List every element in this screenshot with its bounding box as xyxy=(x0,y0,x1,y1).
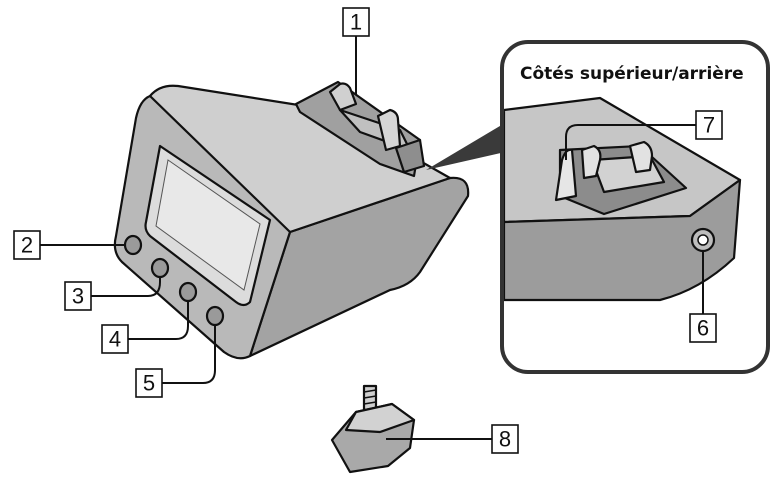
svg-text:5: 5 xyxy=(143,371,155,396)
svg-text:1: 1 xyxy=(350,10,362,35)
device-side-panel xyxy=(248,176,470,358)
callout-2: 2 xyxy=(13,230,41,260)
button-2[interactable] xyxy=(123,234,143,256)
svg-text:4: 4 xyxy=(109,327,121,352)
device-top-panel xyxy=(148,84,452,234)
callout-7: 7 xyxy=(695,110,723,140)
inset-panel: Côtés supérieur/arrière xyxy=(500,40,770,374)
inset-connector-prong xyxy=(628,140,654,174)
inset-title: Côtés supérieur/arrière xyxy=(520,64,744,84)
svg-text:3: 3 xyxy=(72,284,84,309)
leader-lines xyxy=(40,36,704,440)
svg-text:8: 8 xyxy=(499,427,511,452)
callout-4: 4 xyxy=(101,324,129,354)
button-4[interactable] xyxy=(178,281,198,303)
release-lever[interactable] xyxy=(554,148,578,202)
svg-text:6: 6 xyxy=(697,316,709,341)
thumb-screw xyxy=(330,384,416,474)
screw-head-top xyxy=(344,402,416,434)
callout-5: 5 xyxy=(135,368,163,398)
svg-text:2: 2 xyxy=(21,233,33,258)
callout-6: 6 xyxy=(689,313,717,343)
button-3[interactable] xyxy=(150,257,170,279)
inset-connector-prong-left xyxy=(580,144,602,180)
leader-4 xyxy=(128,300,189,340)
svg-text:7: 7 xyxy=(703,113,715,138)
screw-thread-lines xyxy=(363,389,377,411)
rear-jack-hole xyxy=(697,234,709,246)
button-5[interactable] xyxy=(205,305,225,327)
leader-7 xyxy=(565,124,696,160)
leader-5 xyxy=(162,324,216,384)
top-connector-cradle xyxy=(294,80,426,178)
device-display-inner xyxy=(155,159,261,291)
callout-8: 8 xyxy=(491,424,519,454)
callout-3: 3 xyxy=(64,281,92,311)
main-device xyxy=(113,80,470,360)
magnifier-wedge xyxy=(426,120,514,170)
leader-3 xyxy=(91,276,161,297)
callout-1: 1 xyxy=(342,7,370,37)
